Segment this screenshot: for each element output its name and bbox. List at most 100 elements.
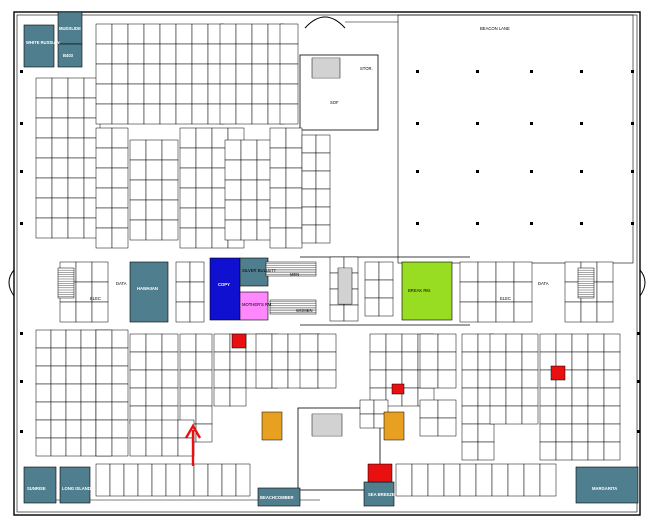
cubicle [378,297,394,317]
cubicle [50,383,67,403]
cubicle [95,419,113,439]
cubicle [111,167,129,189]
cubicle [596,301,614,323]
cubicle [219,43,237,65]
cubicle [587,387,605,407]
cubicle [137,463,153,497]
cubicle [301,188,317,208]
beacon-lane-label: BEACON LANE [480,26,510,31]
cubicle [111,329,129,349]
cubicle [95,103,113,125]
cubicle [587,441,605,461]
cubicle [195,333,213,353]
cubicle [50,401,67,421]
cubicle [129,387,147,407]
cubicle [364,297,380,317]
cubicle [129,159,147,181]
cubicle [159,83,177,105]
cubicle [437,333,457,353]
cubicle [50,329,67,349]
cubicle [67,117,85,139]
cubicle [301,134,317,154]
cubicle [65,365,82,385]
cubicle [539,387,557,407]
cubicle [143,63,161,85]
cubicle [95,207,113,229]
cubicle [191,63,209,85]
cubicle [521,405,539,425]
cubicle [495,261,515,283]
cubicle [195,187,213,209]
cubicle [195,387,213,407]
cubicle [571,405,589,425]
room-silver-bullett [239,257,269,287]
cubicle [459,301,479,323]
cubicle [521,351,539,371]
cubicle [235,83,253,105]
cubicle [505,369,523,389]
cubicle [67,137,85,159]
silver-bullett-label: SILVER BULLETT [242,268,277,273]
cubicle [555,333,573,353]
cubicle [437,351,457,371]
cubicle [285,127,303,149]
cubicle [95,437,113,457]
cubicle [129,139,147,161]
cubicle [521,387,539,407]
cubicle [539,441,557,461]
cubicle [151,463,167,497]
cubicle [95,227,113,249]
cubicle [51,157,69,179]
cubicle [315,134,331,154]
cubicle [95,23,113,45]
cubicle [459,261,479,283]
data-left-label: DATA [116,281,127,286]
cubicle [419,399,439,419]
cubicle [315,170,331,190]
cubicle [95,187,113,209]
cubicle [255,333,273,353]
cubicle [111,127,129,149]
cubicle [229,351,247,371]
cubicle [301,170,317,190]
cubicle [111,23,129,45]
cubicle [401,369,419,389]
cubicle [240,219,258,241]
cubicle [95,167,113,189]
cubicle [145,369,163,389]
cubicle [269,227,287,249]
cubicle [111,83,129,105]
cubicle [224,139,242,161]
cubicle [35,419,52,439]
cubicle [179,369,197,389]
cubicle [95,401,113,421]
room-sunrise [23,466,57,504]
cubicle [111,147,129,169]
column-markers [20,70,640,433]
cubicle [35,383,52,403]
cubicle [224,199,242,221]
cubicle [111,419,129,439]
cubicle [369,351,387,371]
mudslide-label: MUDSLIDE [59,26,81,31]
cubicle [175,83,193,105]
cubicle [75,301,93,323]
room-copy [209,257,241,321]
cubicle [301,152,317,172]
cubicle [539,463,557,497]
cubicle [299,333,319,353]
cubicle [279,83,299,105]
cubicle [251,43,269,65]
cubicle [191,23,209,45]
cubicle [35,77,53,99]
cubicle [195,147,213,169]
cubicle [555,423,573,443]
cubicle [161,387,179,407]
white-russian-label: WHITE RUSSIAN [26,40,60,45]
cubicle [255,351,273,371]
stairwell [577,267,595,299]
cubicle [111,365,129,385]
room-margarita [575,466,639,504]
cubicle [195,227,213,249]
cubicle [505,387,523,407]
